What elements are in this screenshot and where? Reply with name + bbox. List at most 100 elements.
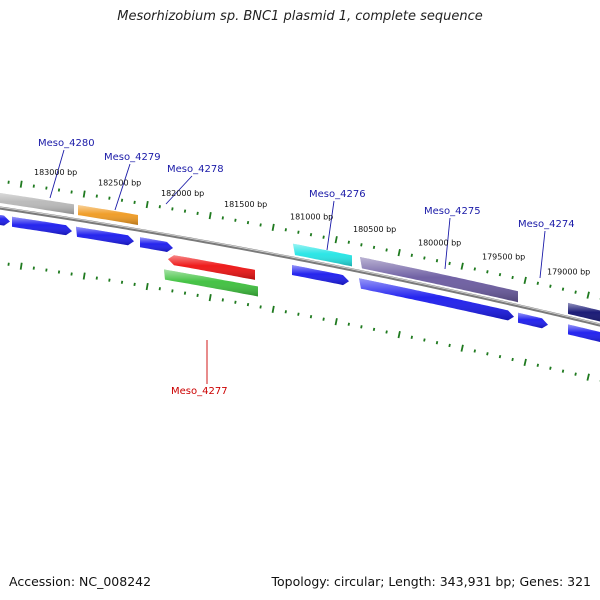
inner-scale-tick xyxy=(133,282,136,287)
inner-scale-tick xyxy=(7,262,10,266)
inner-scale-tick xyxy=(511,357,514,362)
cds-arrow-8 xyxy=(568,324,600,342)
outer-scale-tick xyxy=(158,205,161,209)
scale-label: 179000 bp xyxy=(547,267,590,276)
outer-scale-tick xyxy=(574,290,577,294)
inner-scale-tick xyxy=(145,282,149,291)
inner-scale-tick xyxy=(549,366,552,370)
inner-scale-tick xyxy=(385,330,388,334)
inner-scale-tick xyxy=(196,293,199,298)
outer-scale-tick xyxy=(284,228,287,232)
inner-scale-tick xyxy=(32,266,35,270)
gene-block-meso-4280 xyxy=(0,193,74,215)
scale-label: 183000 bp xyxy=(34,168,77,177)
inner-scale-tick xyxy=(473,349,477,353)
outer-scale-tick xyxy=(347,240,350,244)
outer-scale-tick xyxy=(70,190,73,194)
gene-label-meso-4276: Meso_4276 xyxy=(309,189,366,200)
plasmid-backbone xyxy=(0,206,600,327)
outer-scale-tick xyxy=(108,196,111,200)
outer-scale-tick xyxy=(435,259,439,263)
scale-label: 180000 bp xyxy=(418,239,461,248)
outer-scale-tick xyxy=(95,194,98,198)
outer-scale-tick xyxy=(183,209,187,213)
inner-scale-tick xyxy=(246,302,250,307)
outer-scale-tick xyxy=(423,256,426,260)
inner-scale-tick xyxy=(45,268,48,272)
cds-arrow-5 xyxy=(292,265,349,286)
gene-block-meso-4279 xyxy=(78,205,138,225)
scale-label: 182500 bp xyxy=(98,178,141,187)
inner-scale-tick xyxy=(221,298,224,302)
gene-block-meso-4274-b-shade xyxy=(568,302,600,322)
outer-scale-tick xyxy=(372,245,376,250)
outer-scale-tick xyxy=(57,188,61,192)
outer-scale-tick xyxy=(360,243,363,247)
cds-arrow-7-shade xyxy=(518,312,548,329)
leader-meso-4276 xyxy=(326,200,335,251)
inner-scale-tick xyxy=(284,310,287,314)
outer-scale-tick xyxy=(297,230,300,234)
cds-arrow-1 xyxy=(0,215,10,226)
scale-label: 181500 bp xyxy=(224,200,267,209)
gene-block-meso-4280-shade xyxy=(0,193,74,215)
cds-arrow-8-shade xyxy=(568,324,600,342)
gene-label-meso-4280: Meso_4280 xyxy=(38,138,95,149)
outer-scale-tick xyxy=(19,180,23,188)
inner-scale-tick xyxy=(536,363,540,367)
inner-scale-tick xyxy=(309,315,313,319)
outer-scale-tick xyxy=(309,233,313,237)
inner-scale-tick xyxy=(435,341,439,345)
inner-scale-tick xyxy=(448,343,451,348)
gene-block-meso-4276 xyxy=(293,243,352,267)
outer-scale-tick xyxy=(208,212,212,220)
scale-label: 181000 bp xyxy=(290,213,333,222)
inner-scale-tick xyxy=(397,331,401,339)
outer-scale-tick xyxy=(460,262,464,270)
outer-scale-tick xyxy=(246,220,250,225)
map-title: Mesorhizobium sp. BNC1 plasmid 1, comple… xyxy=(117,9,483,24)
cds-arrow-3-shade xyxy=(76,226,134,246)
inner-scale-tick xyxy=(423,338,426,342)
inner-scale-tick xyxy=(120,280,124,284)
leader-meso-4275 xyxy=(444,217,451,270)
inner-scale-tick xyxy=(410,335,413,339)
inner-scale-tick xyxy=(360,325,363,329)
inner-scale-tick xyxy=(82,272,86,280)
inner-scale-tick xyxy=(171,289,174,293)
topology-summary: Topology: circular; Length: 343,931 bp; … xyxy=(271,574,592,589)
cds-arrow-6 xyxy=(359,278,514,321)
outer-scale-tick xyxy=(32,184,35,188)
leader-meso-4278 xyxy=(165,175,193,205)
gene-label-meso-4278: Meso_4278 xyxy=(167,164,224,175)
backbone-highlight xyxy=(0,206,600,325)
rrna-block-shade xyxy=(164,269,258,297)
outer-scale-tick xyxy=(234,218,237,222)
gene-blocks xyxy=(0,193,600,342)
scale-label: 180500 bp xyxy=(353,225,396,234)
gene-label-meso-4274: Meso_4274 xyxy=(518,219,575,230)
inner-scale-tick xyxy=(259,305,262,309)
leader-meso-4274 xyxy=(539,230,546,279)
outer-scale-tick xyxy=(196,211,199,216)
outer-scale-tick xyxy=(523,276,527,284)
gene-block-meso-4277 xyxy=(168,254,255,280)
cds-arrow-4-shade xyxy=(140,237,173,252)
gene-block-meso-4279-shade xyxy=(78,205,138,225)
backbone-line xyxy=(0,206,600,327)
cds-arrow-1-shade xyxy=(0,215,10,226)
cds-arrow-3 xyxy=(76,226,134,246)
outer-scale-tick xyxy=(82,190,86,198)
accession-text: Accession: NC_008242 xyxy=(9,574,152,589)
label-leaders xyxy=(49,149,546,384)
inner-scale-tick xyxy=(372,327,376,332)
outer-scale-tick xyxy=(385,248,388,252)
inner-scale-tick xyxy=(158,287,161,291)
inner-scale-tick xyxy=(586,373,590,381)
cds-arrow-6-shade xyxy=(359,278,514,321)
gene-block-meso-4275 xyxy=(360,257,518,303)
inner-scale-tick xyxy=(234,300,237,304)
